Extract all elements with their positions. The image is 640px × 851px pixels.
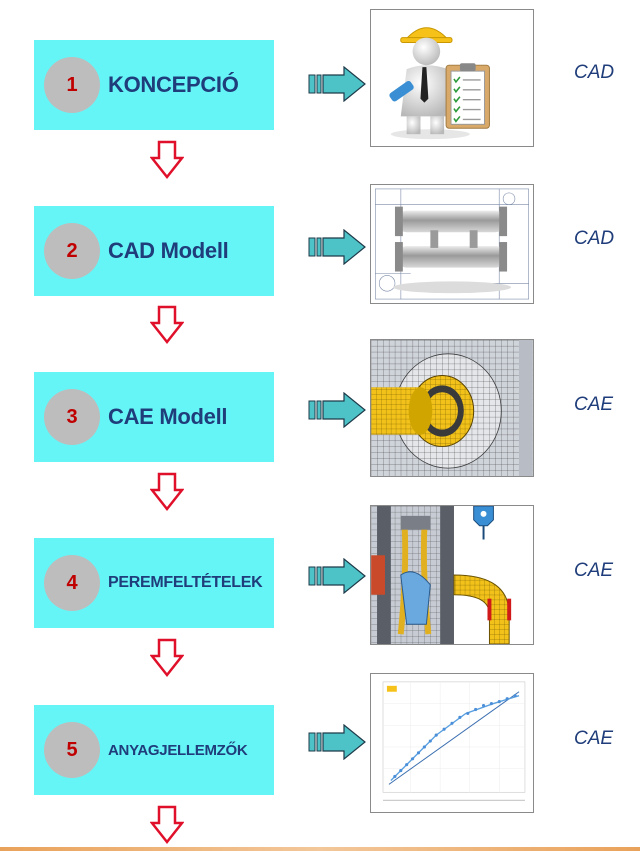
arrow-right-icon [308, 558, 366, 594]
footer-divider [0, 847, 640, 851]
step-3-label: CAE Modell [108, 404, 228, 429]
step-5-label: ANYAGJELLEMZŐK [108, 741, 248, 759]
step-4-tool-tag: CAE [574, 560, 614, 581]
arrow-down-icon [150, 140, 184, 180]
step-4-label: PEREMFELTÉTELEK [108, 574, 263, 591]
boundary-conditions-icon [371, 506, 533, 644]
step-5-number: 5 [44, 722, 100, 778]
step-4-image [370, 505, 534, 645]
arrow-down-icon [150, 472, 184, 512]
step-2-number: 2 [44, 223, 100, 279]
material-curve-chart-icon [371, 674, 533, 812]
arrow-right-icon [308, 392, 366, 428]
step-1-box: 1 KONCEPCIÓ [34, 40, 274, 130]
step-1-tool-tag: CAD [574, 62, 615, 83]
arrow-down-icon [150, 638, 184, 678]
step-2-box: 2 CAD Modell [34, 206, 274, 296]
step-3-box: 3 CAE Modell [34, 372, 274, 462]
arrow-right-icon [308, 229, 366, 265]
heat-exchanger-model-icon [375, 188, 529, 300]
step-3-number: 3 [44, 389, 100, 445]
step-5-tool-tag: CAE [574, 728, 614, 749]
step-1-number: 1 [44, 57, 100, 113]
step-4-box: 4 PEREMFELTÉTELEK [34, 538, 274, 628]
fem-mesh-pipe-icon [371, 340, 533, 476]
step-2-label: CAD Modell [108, 238, 229, 263]
arrow-down-icon [150, 805, 184, 845]
step-2-tool-tag: CAD [574, 228, 615, 249]
arrow-right-icon [308, 66, 366, 102]
arrow-down-icon [150, 305, 184, 345]
step-3-tool-tag: CAE [574, 394, 614, 415]
step-2-image [370, 184, 534, 304]
step-3-image [370, 339, 534, 477]
step-5-box: 5 ANYAGJELLEMZŐK [34, 705, 274, 795]
step-5-image [370, 673, 534, 813]
step-1-label: KONCEPCIÓ [108, 72, 239, 97]
arrow-right-icon [308, 724, 366, 760]
engineer-checklist-icon [389, 27, 490, 140]
step-4-number: 4 [44, 555, 100, 611]
step-1-image [370, 9, 534, 147]
